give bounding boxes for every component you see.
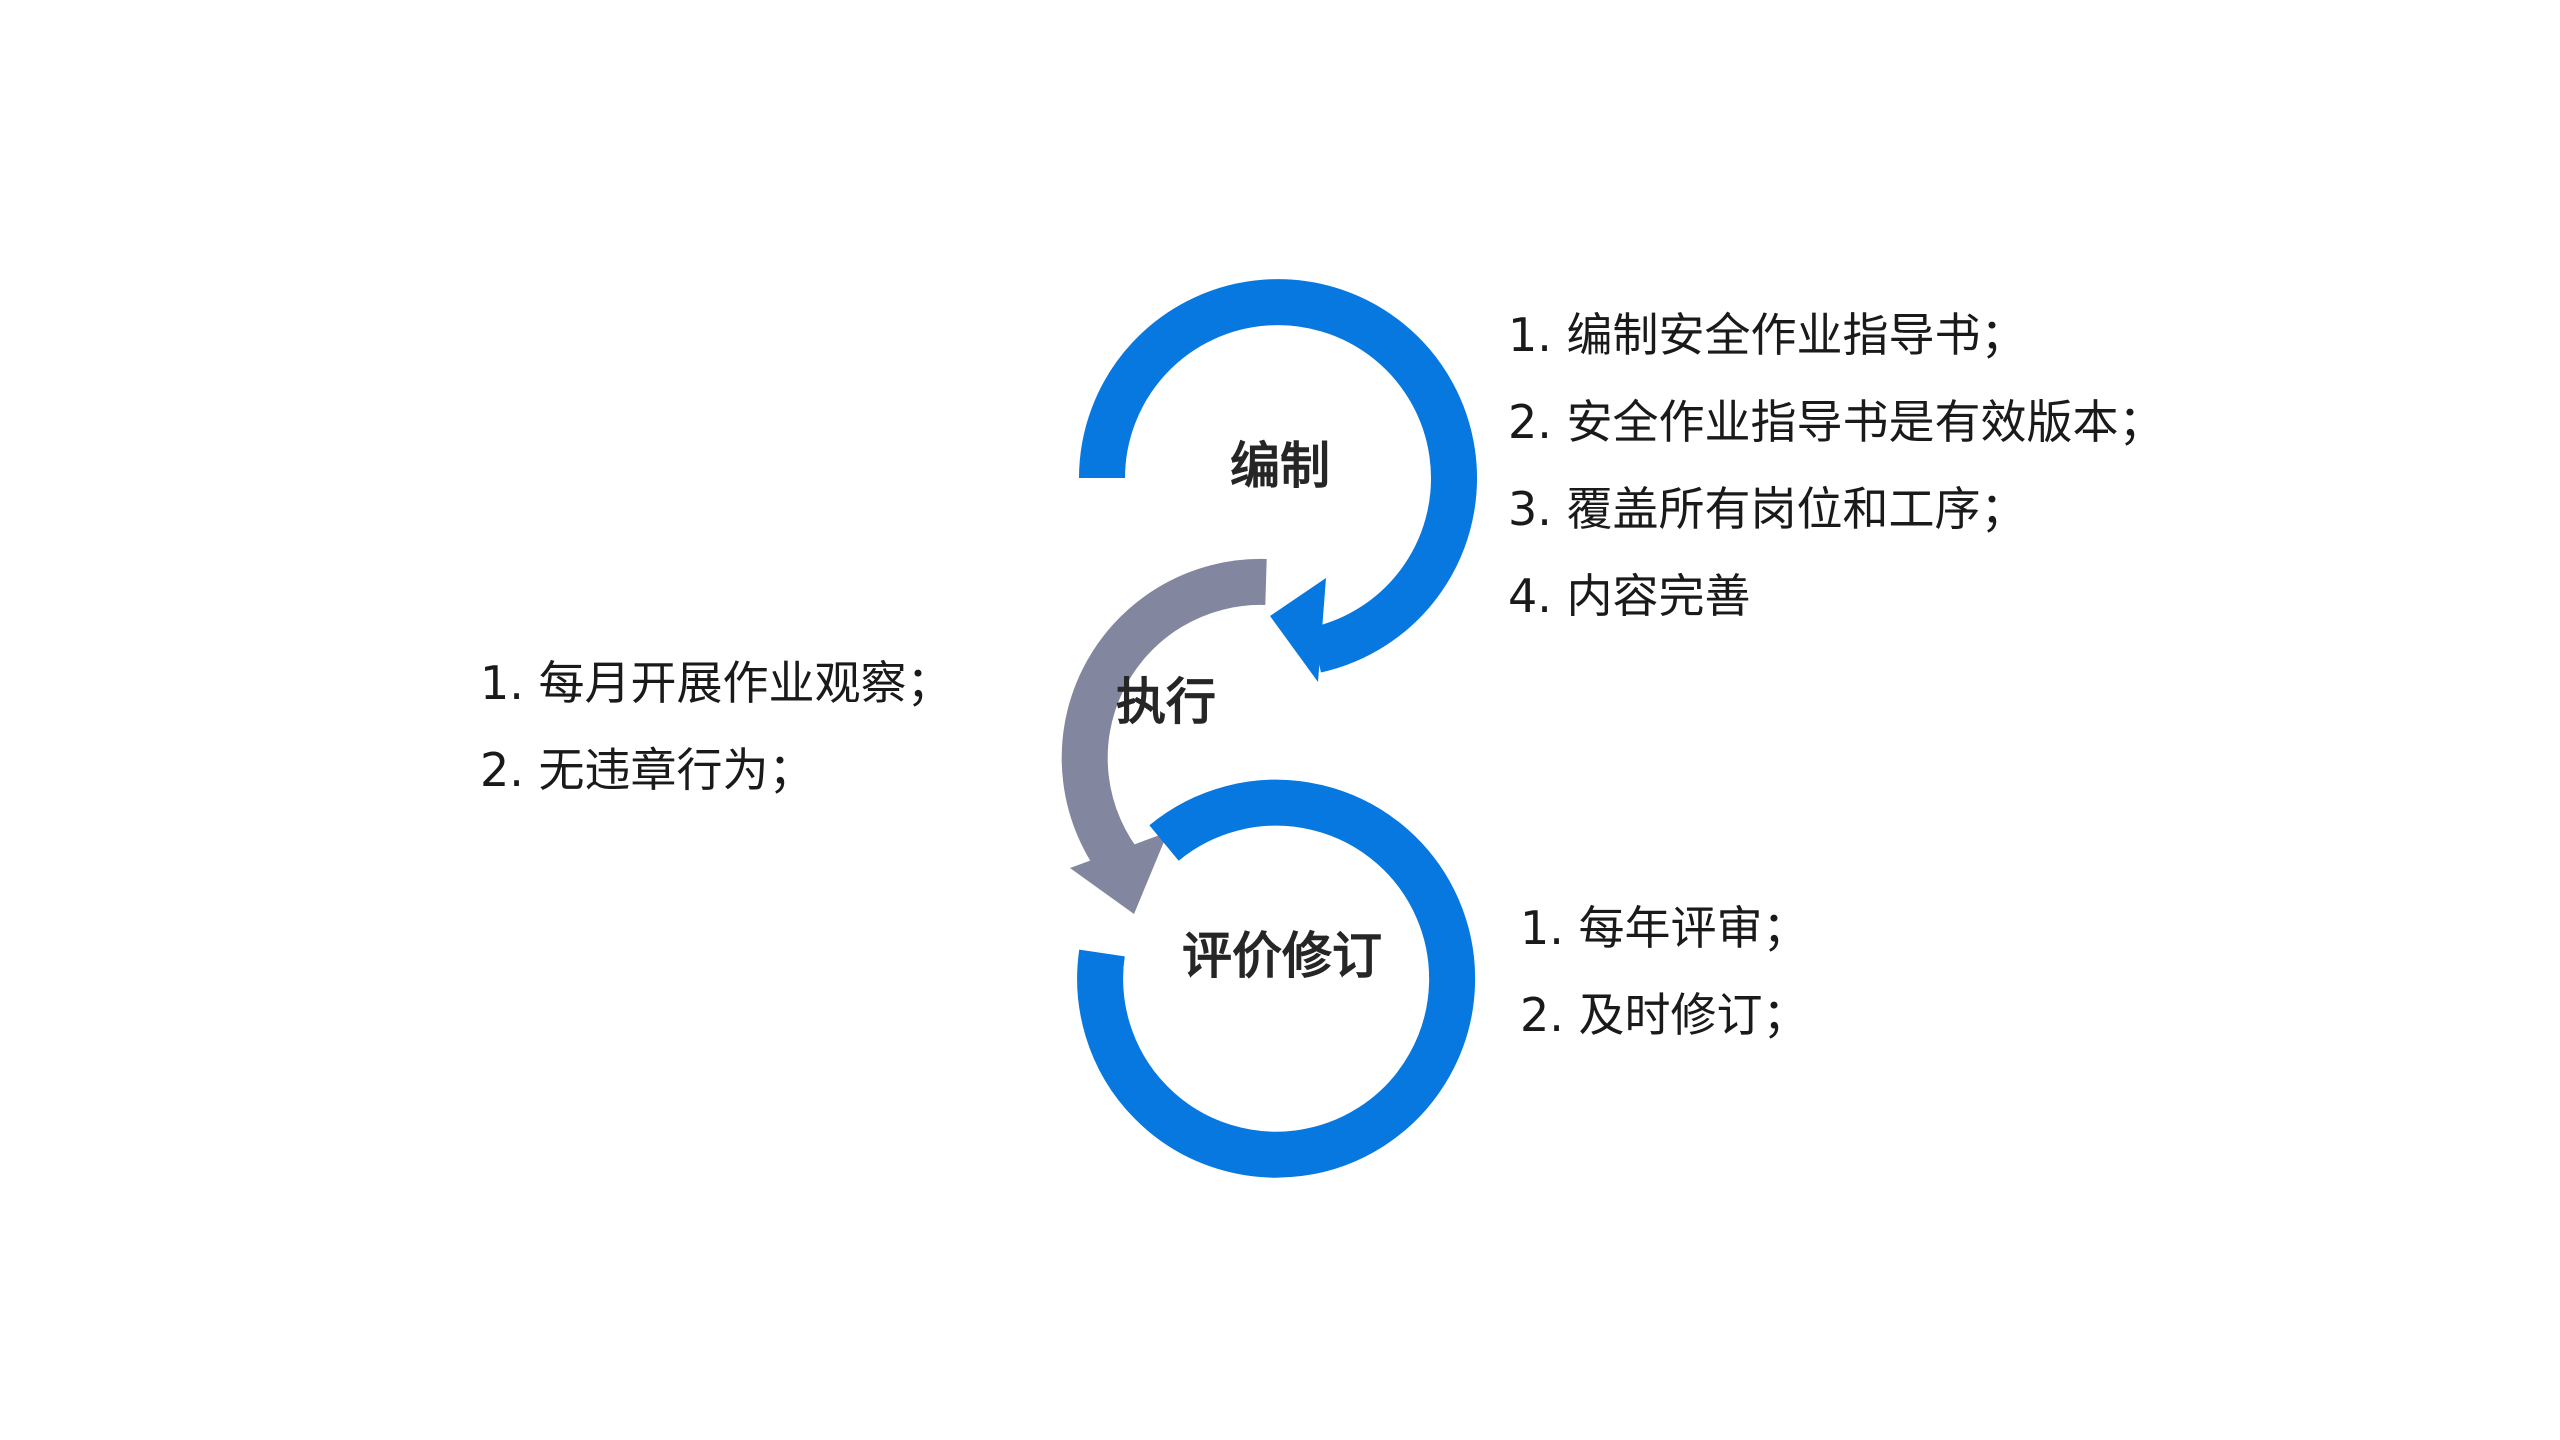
stage-label-review: 评价修订 [1182, 927, 1382, 985]
list-item: 2. 无违章行为； [480, 743, 815, 797]
list-item: 1. 每年评审； [1520, 901, 1809, 955]
review-items-list: 1. 每年评审； 2. 及时修订； [1520, 885, 1809, 1059]
list-item: 2. 及时修订； [1520, 988, 1809, 1042]
list-item: 1. 每月开展作业观察； [480, 656, 953, 710]
compile-arrowhead [1270, 578, 1326, 682]
execute-arc [1061, 558, 1267, 885]
stage-label-compile: 编制 [1230, 437, 1330, 495]
compile-items-list: 1. 编制安全作业指导书； 2. 安全作业指导书是有效版本； 3. 覆盖所有岗位… [1508, 292, 2165, 640]
compile-arc [1079, 279, 1477, 673]
list-item: 3. 覆盖所有岗位和工序； [1508, 482, 2027, 536]
execute-arrowhead [1070, 832, 1168, 914]
stage-label-execute: 执行 [1116, 673, 1216, 731]
review-arc [1077, 779, 1476, 1178]
list-item: 2. 安全作业指导书是有效版本； [1508, 395, 2165, 449]
list-item: 1. 编制安全作业指导书； [1508, 308, 2027, 362]
execute-items-list: 1. 每月开展作业观察； 2. 无违章行为； [480, 640, 953, 814]
list-item: 4. 内容完善 [1508, 569, 1751, 623]
